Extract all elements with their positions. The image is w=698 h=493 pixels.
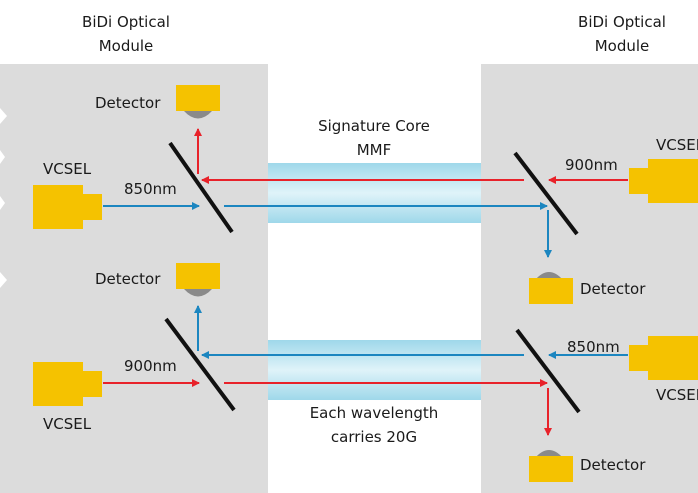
edge-notch [0,150,5,164]
fiber-bottom-label-line2: carries 20G [331,428,417,446]
fiber-bottom-label-line1: Each wavelength [310,404,439,422]
right-module-bg [481,64,698,493]
right-bottom-wavelength-label: 850nm [567,338,620,356]
left-module-bg [0,64,268,493]
edge-notch [0,108,7,124]
right-bottom-vcsel-label: VCSEL [656,386,698,404]
right-bottom-splitter [515,328,581,414]
left-top-wavelength-label: 850nm [124,180,177,198]
fiber-top [268,163,481,223]
left-top-splitter [168,141,234,234]
left-module-title-line2: Module [99,37,154,55]
right-top-vcsel [629,159,698,203]
fiber-top-label-line1: Signature Core [318,117,430,135]
left-bottom-vcsel [33,362,102,406]
edge-notch [0,272,7,288]
right-top-vcsel-label: VCSEL [656,136,698,154]
left-bottom-detector [176,263,220,297]
right-bottom-detector [529,450,573,482]
left-bottom-wavelength-label: 900nm [124,357,177,375]
left-bottom-detector-label: Detector [95,270,161,288]
fiber-bottom [268,340,481,400]
right-top-detector-label: Detector [580,280,646,298]
fiber-top-label-line2: MMF [357,141,392,159]
left-bottom-vcsel-label: VCSEL [43,415,92,433]
left-bottom-splitter [164,317,236,412]
right-top-detector [529,272,573,304]
left-top-detector-label: Detector [95,94,161,112]
right-bottom-detector-label: Detector [580,456,646,474]
left-top-vcsel-label: VCSEL [43,160,92,178]
right-top-splitter [513,151,579,236]
edge-notch [0,196,5,210]
left-top-vcsel [33,185,102,229]
left-module-title-line1: BiDi Optical [82,13,170,31]
right-top-wavelength-label: 900nm [565,156,618,174]
left-top-detector [176,85,220,119]
right-module-title-line1: BiDi Optical [578,13,666,31]
right-bottom-vcsel [629,336,698,380]
right-module-title-line2: Module [595,37,650,55]
